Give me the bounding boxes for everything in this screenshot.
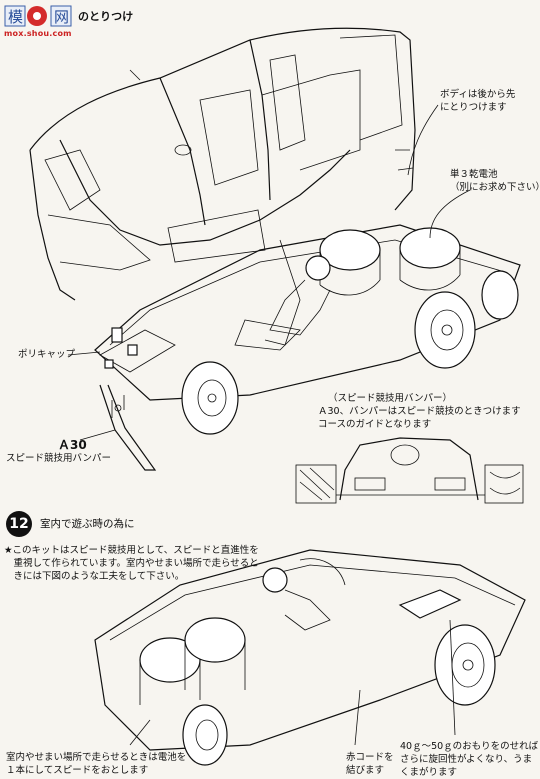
part-number-a30: Ａ30 <box>58 438 87 452</box>
step-title: 室内で遊ぶ時の為に <box>40 518 135 530</box>
battery-note: 単３乾電池 （別にお求め下さい） <box>450 169 540 193</box>
polycap-label: ポリキャップ <box>18 349 76 360</box>
bumper-heading: （スピード競技用バンパー） <box>328 393 452 404</box>
rear-wheel-upper <box>414 270 519 369</box>
bumper-guide-inset <box>295 437 524 504</box>
rear-wheel-lower <box>434 624 496 706</box>
bumper-a30-drawing <box>99 384 157 471</box>
step-intro: ★このキットはスピード競技用として、スピードと直進性を 重視して作られています。… <box>4 545 259 582</box>
step-number-badge: 12 <box>6 511 32 537</box>
chassis-drawing-upper <box>67 104 521 471</box>
car-body-shell-drawing <box>29 27 416 301</box>
body-attach-note: ボディは後から先 にとりつけます <box>440 89 516 113</box>
page-header: のとりつけ <box>78 10 134 23</box>
part-label-bumper: スピード競技用バンパー <box>6 453 111 464</box>
chassis-drawing-lower <box>94 549 526 766</box>
battery-tip: 室内やせまい場所で走らせるときは電池を １本にしてスピードをおとします <box>6 752 187 776</box>
front-wheel-upper <box>181 361 239 435</box>
svg-text:网: 网 <box>54 8 69 26</box>
watermark-logo: 模 网 <box>4 4 74 38</box>
svg-text:模: 模 <box>8 8 23 26</box>
red-cord-tip: 赤コードを 結びます <box>346 752 394 776</box>
weight-tip: 40ｇ～50ｇのおもりをのせれば さらに旋回性がよくなり、うま くまがります <box>400 741 539 778</box>
watermark-url: mox.shou.com <box>4 29 72 38</box>
bumper-note: Ａ30、バンパーはスピード競技のときつけます コースのガイドとなります <box>318 406 521 430</box>
front-wheel-lower <box>182 704 228 766</box>
